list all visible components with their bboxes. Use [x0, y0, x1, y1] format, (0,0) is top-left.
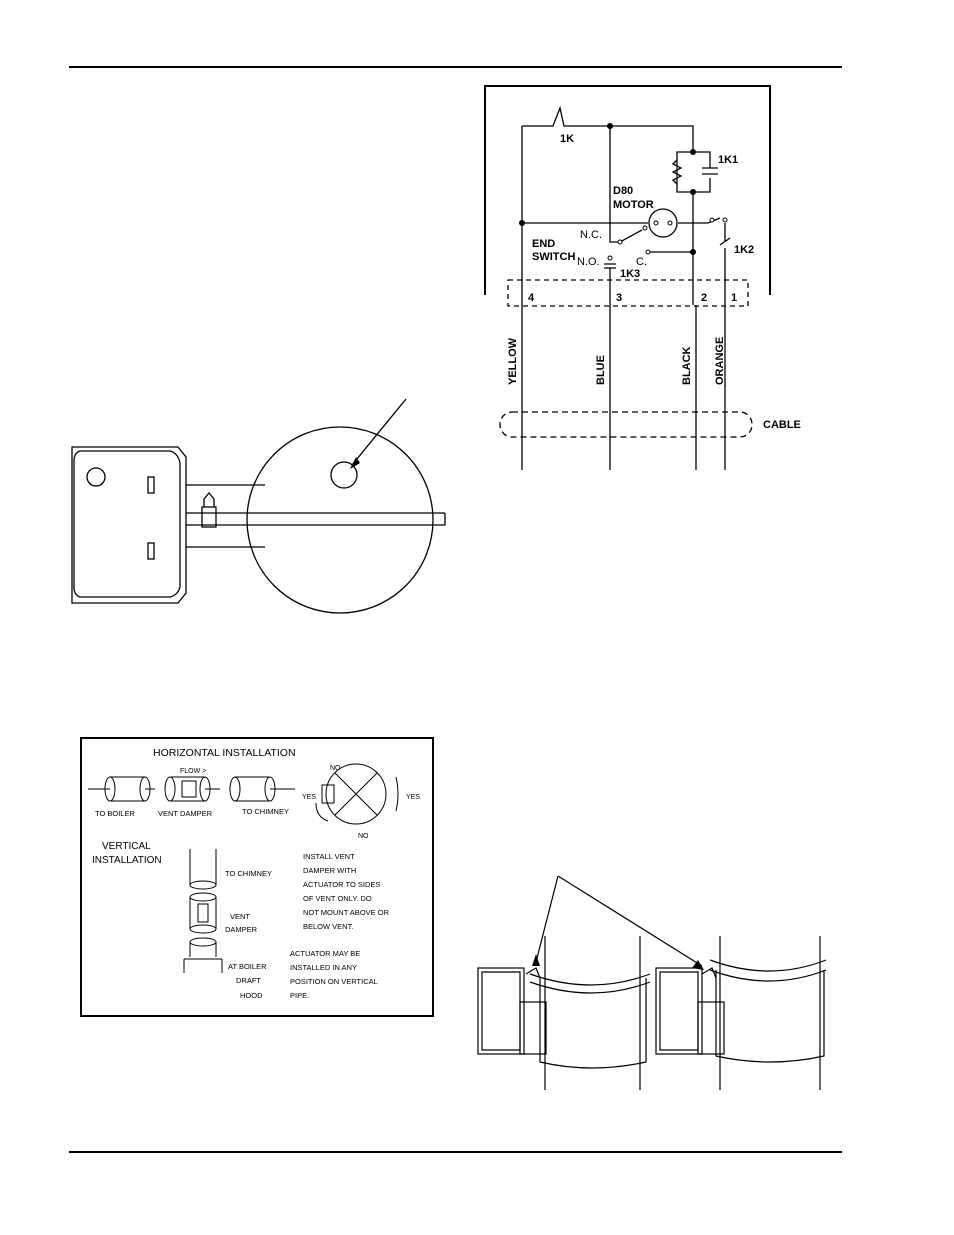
label-c: C. [636, 256, 647, 268]
at-boiler-line2: DRAFT [236, 976, 261, 985]
terminal-4: 4 [528, 292, 535, 304]
actuator-top-view [71, 398, 446, 614]
installation-positions: HORIZONTAL INSTALLATION FLOW > TO BOILER… [80, 737, 434, 1017]
at-boiler-line1: AT BOILER [228, 962, 267, 971]
svg-text:INSTALLED IN ANY: INSTALLED IN ANY [290, 963, 357, 972]
svg-text:ACTUATOR TO SIDES: ACTUATOR TO SIDES [303, 880, 380, 889]
label-cable: CABLE [763, 419, 801, 431]
to-chimney-label: TO CHIMNEY [242, 807, 289, 816]
wire-orange: ORANGE [714, 337, 726, 385]
wire-black: BLACK [681, 346, 693, 385]
header-rule [69, 66, 842, 68]
label-motor-line1: D80 [613, 185, 633, 197]
yes-left: YES [302, 794, 316, 801]
no-bottom: NO [358, 833, 369, 840]
v-vent-label: VENT [230, 912, 250, 921]
svg-text:BELOW VENT.: BELOW VENT. [303, 922, 353, 931]
label-1k: 1K [560, 133, 574, 145]
v-damper-label: DAMPER [225, 925, 258, 934]
to-boiler-label: TO BOILER [95, 809, 135, 818]
terminal-1: 1 [731, 292, 737, 304]
label-motor-line2: MOTOR [613, 199, 654, 211]
wiring-diagram: 1K 1K1 D80 MOTOR N.C. END SWITCH N.O. C.… [484, 85, 801, 470]
note-sides-only: INSTALL VENT DAMPER WITH ACTUATOR TO SID… [303, 852, 390, 931]
no-top: NO [330, 765, 341, 772]
wire-blue: BLUE [595, 355, 607, 385]
label-1k2: 1K2 [734, 244, 754, 256]
svg-text:NOT MOUNT ABOVE OR: NOT MOUNT ABOVE OR [303, 908, 390, 917]
note-any-position: ACTUATOR MAY BE INSTALLED IN ANY POSITIO… [290, 949, 378, 1000]
svg-text:OF VENT ONLY. DO: OF VENT ONLY. DO [303, 894, 372, 903]
vertical-title-line1: VERTICAL [102, 841, 151, 852]
svg-text:DAMPER WITH: DAMPER WITH [303, 866, 356, 875]
vertical-title-line2: INSTALLATION [92, 855, 162, 866]
svg-text:ACTUATOR MAY BE: ACTUATOR MAY BE [290, 949, 360, 958]
horizontal-title: HORIZONTAL INSTALLATION [153, 747, 296, 759]
svg-text:INSTALL VENT: INSTALL VENT [303, 852, 355, 861]
at-boiler-line3: HOOD [240, 991, 263, 1000]
label-end-switch-line2: SWITCH [532, 251, 575, 263]
vent-damper-label: VENT DAMPER [158, 809, 213, 818]
label-1k3: 1K3 [620, 268, 640, 280]
v-to-chimney-label: TO CHIMNEY [225, 869, 272, 878]
clamp-mounting [477, 875, 827, 1090]
terminal-2: 2 [701, 292, 707, 304]
flow-label: FLOW > [180, 768, 206, 775]
label-1k1: 1K1 [718, 154, 738, 166]
yes-right: YES [406, 794, 420, 801]
svg-text:PIPE.: PIPE. [290, 991, 309, 1000]
footer-rule [69, 1151, 842, 1153]
wire-yellow: YELLOW [507, 337, 519, 385]
label-no: N.O. [577, 256, 600, 268]
svg-text:POSITION ON VERTICAL: POSITION ON VERTICAL [290, 977, 378, 986]
label-nc: N.C. [580, 229, 602, 241]
label-end-switch-line1: END [532, 238, 555, 250]
terminal-3: 3 [616, 292, 622, 304]
